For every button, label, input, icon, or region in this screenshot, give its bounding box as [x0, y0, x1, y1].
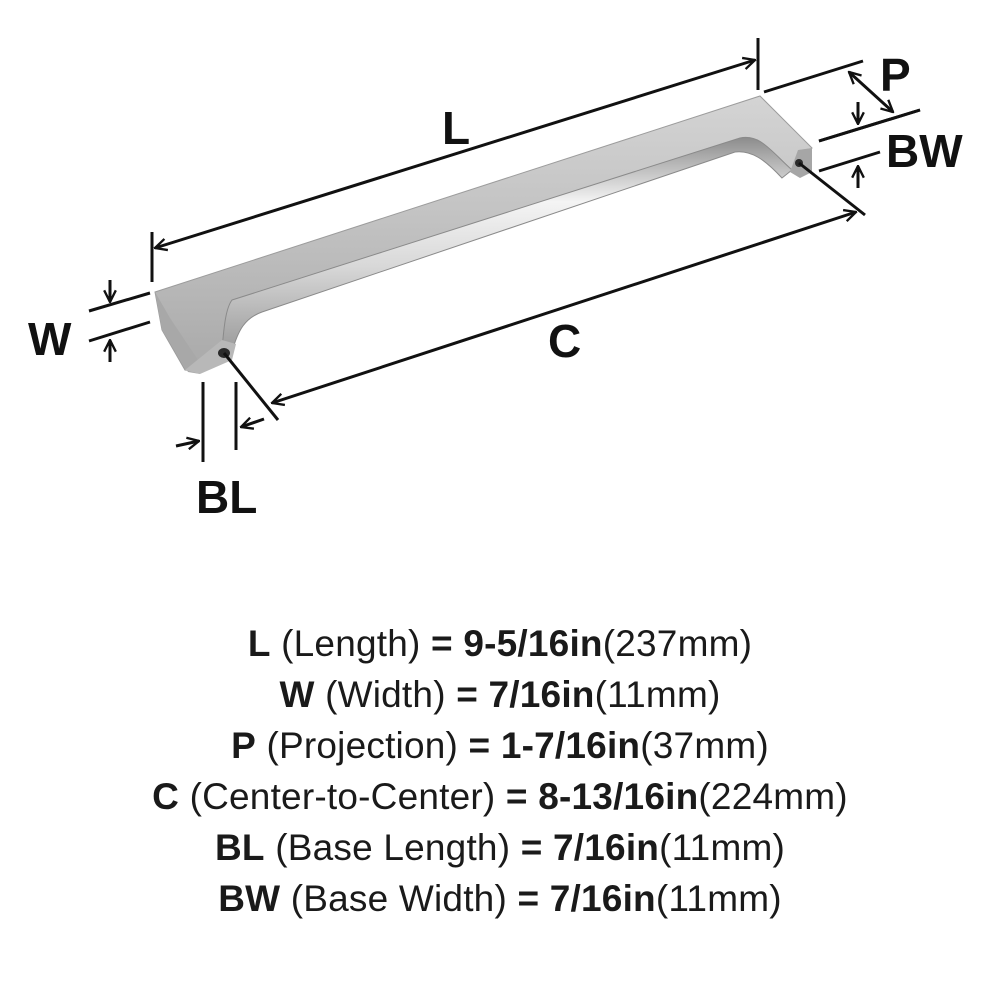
- projection-dimension-line: [849, 72, 893, 112]
- spec-code: BW: [218, 878, 281, 919]
- spec-equals: =: [505, 776, 528, 817]
- spec-name: (Center-to-Center): [189, 776, 496, 817]
- cabinet-pull-drawing: [88, 38, 921, 462]
- spec-name: (Projection): [266, 725, 459, 766]
- spec-name: (Width): [325, 674, 446, 715]
- spec-mm: (224mm): [698, 776, 848, 817]
- spec-name: (Base Length): [275, 827, 511, 868]
- center-to-center-dimension-line: [272, 212, 856, 403]
- spec-row-width: W (Width) = 7/16in(11mm): [0, 669, 1000, 720]
- label-length: L: [442, 102, 471, 154]
- spec-code: P: [231, 725, 256, 766]
- spec-row-projection: P (Projection) = 1-7/16in(37mm): [0, 720, 1000, 771]
- spec-inches: 7/16in: [488, 674, 595, 715]
- spec-equals: =: [456, 674, 479, 715]
- spec-code: L: [247, 623, 271, 664]
- dimension-diagram: L P BW W C BL: [28, 38, 963, 523]
- label-center-to-center: C: [548, 315, 582, 367]
- spec-inches: 8-13/16in: [538, 776, 699, 817]
- label-width: W: [28, 313, 72, 365]
- label-projection: P: [880, 49, 911, 101]
- spec-code: W: [279, 674, 315, 715]
- spec-inches: 7/16in: [549, 878, 656, 919]
- dimension-specs-list: L (Length) = 9-5/16in(237mm) W (Width) =…: [0, 618, 1000, 924]
- spec-row-center-to-center: C (Center-to-Center) = 8-13/16in(224mm): [0, 771, 1000, 822]
- spec-equals: =: [431, 623, 453, 664]
- spec-row-base-length: BL (Base Length) = 7/16in(11mm): [0, 822, 1000, 873]
- spec-equals: =: [517, 878, 540, 919]
- spec-code: BL: [214, 827, 265, 868]
- spec-inches: 9-5/16in: [463, 623, 603, 664]
- spec-code: C: [152, 776, 180, 817]
- spec-mm: (37mm): [640, 725, 769, 766]
- spec-mm: (11mm): [655, 878, 782, 919]
- label-base-length: BL: [196, 471, 258, 523]
- spec-name: (Base Width): [290, 878, 507, 919]
- dimension-lines: [88, 38, 921, 462]
- spec-name: (Length): [281, 623, 421, 664]
- spec-equals: =: [468, 725, 491, 766]
- spec-row-base-width: BW (Base Width) = 7/16in(11mm): [0, 873, 1000, 924]
- length-dimension-line: [155, 60, 755, 248]
- label-base-width: BW: [886, 125, 963, 177]
- spec-inches: 7/16in: [553, 827, 660, 868]
- spec-mm: (11mm): [594, 674, 721, 715]
- spec-equals: =: [520, 827, 543, 868]
- spec-mm: (237mm): [602, 623, 753, 664]
- spec-mm: (11mm): [659, 827, 786, 868]
- spec-row-length: L (Length) = 9-5/16in(237mm): [0, 618, 1000, 669]
- spec-inches: 1-7/16in: [500, 725, 641, 766]
